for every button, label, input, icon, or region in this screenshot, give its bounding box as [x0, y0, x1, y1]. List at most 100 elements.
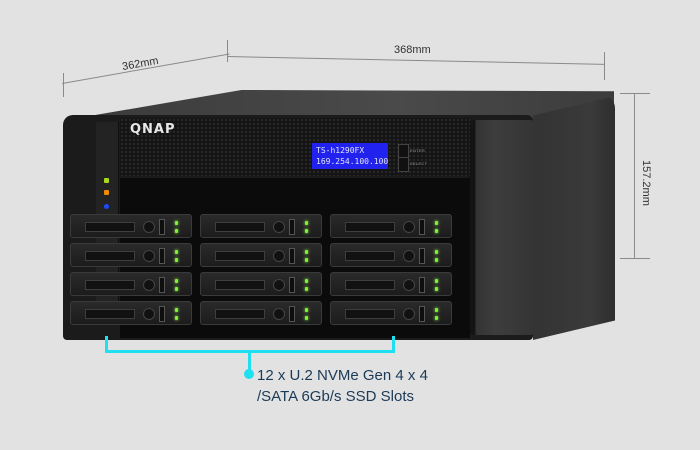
drive-tray[interactable] — [330, 301, 452, 325]
drive-led-icon — [305, 221, 308, 225]
drive-led-icon — [175, 221, 178, 225]
tray-lock-icon — [403, 250, 415, 262]
tray-label — [345, 309, 395, 319]
select-button[interactable] — [398, 157, 409, 172]
drive-led-icon — [435, 250, 438, 254]
width-dimension-label: 368mm — [394, 44, 431, 56]
width-dimension-line — [226, 56, 605, 65]
front-side-panel — [468, 120, 536, 335]
lcd-display: TS-h1290FX 169.254.100.100 — [312, 143, 388, 169]
enter-button-label: ENTER — [410, 148, 426, 153]
drive-led-icon — [435, 258, 438, 262]
drive-led-icon — [305, 258, 308, 262]
drive-tray[interactable] — [200, 272, 322, 296]
depth-dimension-label: 362mm — [121, 54, 160, 74]
tray-latch[interactable] — [289, 306, 295, 322]
tray-latch[interactable] — [159, 306, 165, 322]
ventilation-grille — [120, 118, 470, 176]
drive-led-icon — [305, 316, 308, 320]
drive-led-icon — [305, 229, 308, 233]
tray-latch[interactable] — [159, 248, 165, 264]
tray-label — [345, 280, 395, 290]
tray-label — [215, 280, 265, 290]
lcd-line-model: TS-h1290FX — [316, 146, 365, 155]
tray-lock-icon — [143, 221, 155, 233]
depth-tick-left — [63, 73, 64, 97]
drive-led-icon — [435, 308, 438, 312]
tray-label — [215, 251, 265, 261]
callout-dot-icon — [244, 369, 254, 379]
drive-tray[interactable] — [330, 272, 452, 296]
tray-lock-icon — [273, 221, 285, 233]
drive-led-icon — [175, 308, 178, 312]
drive-led-icon — [305, 250, 308, 254]
callout-bracket-right — [392, 336, 395, 352]
callout-line-2: /SATA 6Gb/s SSD Slots — [257, 388, 415, 405]
drive-led-icon — [305, 308, 308, 312]
tray-latch[interactable] — [419, 306, 425, 322]
drive-led-icon — [435, 279, 438, 283]
drive-tray[interactable] — [70, 272, 192, 296]
lcd-line-ip: 169.254.100.100 — [316, 157, 389, 166]
lan-led-icon — [104, 190, 109, 195]
drive-led-icon — [175, 279, 178, 283]
status-led-icon — [104, 178, 109, 183]
tray-latch[interactable] — [419, 219, 425, 235]
tray-latch[interactable] — [419, 248, 425, 264]
tray-lock-icon — [143, 308, 155, 320]
drive-tray[interactable] — [200, 243, 322, 267]
width-tick-right — [604, 52, 605, 80]
drive-led-icon — [175, 229, 178, 233]
usb-led-icon — [104, 204, 109, 209]
tray-label — [85, 280, 135, 290]
tray-latch[interactable] — [289, 248, 295, 264]
tray-latch[interactable] — [289, 277, 295, 293]
callout-text: 12 x U.2 NVMe Gen 4 x 4 /SATA 6Gb/s SSD … — [257, 365, 428, 407]
chassis-side — [533, 96, 615, 340]
callout-bracket-bottom — [105, 350, 395, 353]
drive-led-icon — [435, 287, 438, 291]
tray-lock-icon — [143, 250, 155, 262]
drive-tray[interactable] — [70, 301, 192, 325]
tray-latch[interactable] — [159, 277, 165, 293]
height-tick-bottom — [620, 258, 650, 259]
tray-lock-icon — [143, 279, 155, 291]
tray-latch[interactable] — [159, 219, 165, 235]
tray-label — [85, 222, 135, 232]
callout-bracket-left — [105, 336, 108, 352]
tray-label — [215, 309, 265, 319]
tray-label — [85, 309, 135, 319]
drive-tray[interactable] — [70, 214, 192, 238]
callout-line-1: 12 x U.2 NVMe Gen 4 x 4 — [257, 367, 428, 384]
tray-label — [85, 251, 135, 261]
tray-lock-icon — [403, 221, 415, 233]
drive-tray[interactable] — [200, 301, 322, 325]
tray-label — [345, 251, 395, 261]
height-dimension-line — [634, 93, 635, 259]
drive-tray[interactable] — [70, 243, 192, 267]
tray-label — [345, 222, 395, 232]
tray-latch[interactable] — [289, 219, 295, 235]
tray-lock-icon — [403, 308, 415, 320]
drive-led-icon — [435, 221, 438, 225]
drive-tray-grid — [70, 214, 470, 332]
drive-led-icon — [435, 316, 438, 320]
drive-led-icon — [175, 258, 178, 262]
drive-led-icon — [175, 250, 178, 254]
width-tick-left — [227, 40, 228, 62]
drive-tray[interactable] — [330, 214, 452, 238]
tray-lock-icon — [273, 308, 285, 320]
height-tick-top — [620, 93, 650, 94]
tray-lock-icon — [403, 279, 415, 291]
drive-led-icon — [305, 279, 308, 283]
brand-logo: QNAP — [130, 122, 176, 137]
drive-tray[interactable] — [200, 214, 322, 238]
select-button-label: SELECT — [410, 161, 428, 166]
height-dimension-label: 157.2mm — [640, 160, 652, 206]
drive-led-icon — [435, 229, 438, 233]
tray-lock-icon — [273, 250, 285, 262]
drive-tray[interactable] — [330, 243, 452, 267]
drive-led-icon — [305, 287, 308, 291]
tray-latch[interactable] — [419, 277, 425, 293]
tray-lock-icon — [273, 279, 285, 291]
